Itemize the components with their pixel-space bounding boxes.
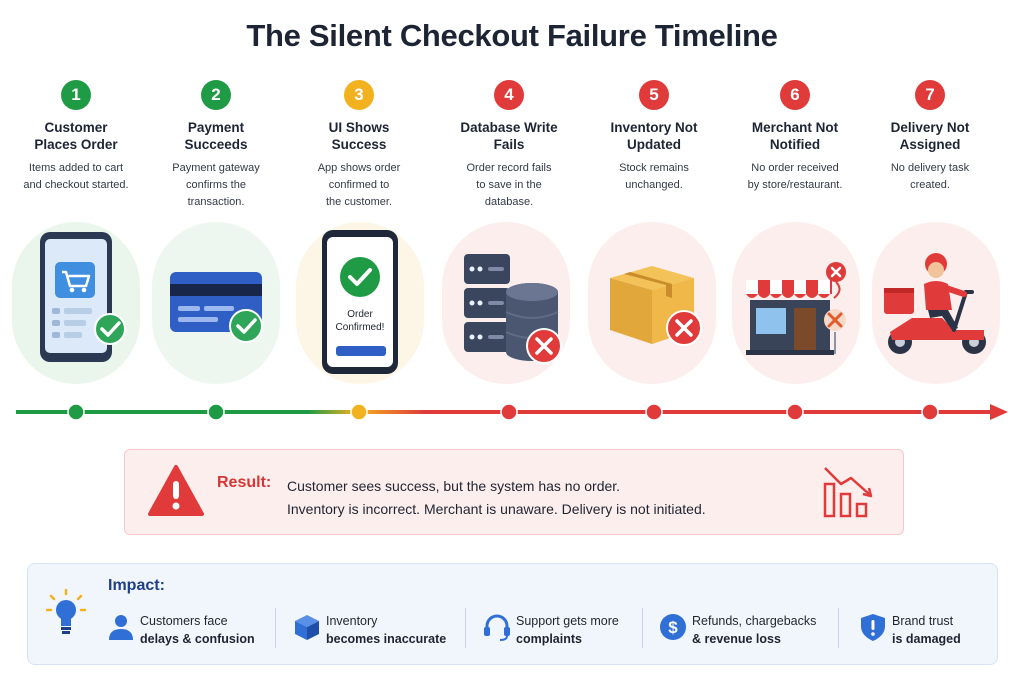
timeline-dot-7 bbox=[921, 403, 939, 421]
impact-2-line1: Inventory bbox=[326, 614, 378, 628]
step-number-badge: 4 bbox=[494, 80, 524, 110]
step-description: Order record fails to save in the databa… bbox=[466, 162, 552, 208]
step-title: Customer Places Order bbox=[34, 120, 118, 152]
user-icon bbox=[109, 615, 133, 640]
impact-divider bbox=[275, 608, 276, 648]
step-description: Payment gateway confirms the transaction… bbox=[172, 162, 260, 208]
timeline-dot-4 bbox=[500, 403, 518, 421]
impact-1-line2: delays & confusion bbox=[140, 632, 255, 646]
step-number-badge: 3 bbox=[344, 80, 374, 110]
step-number-badge: 7 bbox=[915, 80, 945, 110]
timeline-arrow-head bbox=[990, 404, 1008, 420]
timeline-dot-5 bbox=[645, 403, 663, 421]
impact-divider bbox=[642, 608, 643, 648]
impact-title: Impact: bbox=[108, 577, 165, 594]
timeline-dot-6 bbox=[786, 403, 804, 421]
result-line-1: Customer sees success, but the system ha… bbox=[287, 478, 621, 494]
step-title: Inventory Not Updated bbox=[610, 120, 698, 152]
database-error-icon bbox=[464, 254, 562, 364]
impact-divider bbox=[838, 608, 839, 648]
phone-confirm-line1: Order bbox=[347, 309, 373, 320]
order-confirmed-phone-icon: Order Confirmed! bbox=[322, 230, 398, 374]
step-number-badge: 2 bbox=[201, 80, 231, 110]
result-text: Customer sees success, but the system ha… bbox=[287, 475, 706, 521]
declining-chart-icon bbox=[823, 467, 873, 518]
step-number-badge: 6 bbox=[780, 80, 810, 110]
box-icon bbox=[295, 615, 319, 640]
result-line-2: Inventory is incorrect. Merchant is unaw… bbox=[287, 501, 706, 517]
warning-icon bbox=[148, 465, 204, 516]
timeline-dots bbox=[67, 403, 939, 421]
step-description: Items added to cart and checkout started… bbox=[23, 162, 129, 191]
timeline-axis bbox=[16, 403, 1008, 421]
result-panel: Result: Customer sees success, but the s… bbox=[124, 449, 904, 535]
headset-icon bbox=[484, 614, 510, 641]
step-number-badge: 1 bbox=[61, 80, 91, 110]
shield-icon bbox=[861, 614, 885, 641]
merchant-store-icon bbox=[746, 262, 846, 355]
impact-panel: Impact: Customers face delays & confusion… bbox=[27, 563, 998, 665]
shopping-cart-phone-icon bbox=[40, 232, 126, 362]
timeline-dot-1 bbox=[67, 403, 85, 421]
impact-2-line2: becomes inaccurate bbox=[326, 632, 447, 646]
impact-3-line1: Support gets more bbox=[516, 614, 619, 628]
impact-4-line2: & revenue loss bbox=[692, 632, 781, 646]
impact-1-line1: Customers face bbox=[140, 614, 228, 628]
step-title: Payment Succeeds bbox=[184, 120, 248, 152]
step-description: Stock remains unchanged. bbox=[619, 162, 689, 191]
lightbulb-icon bbox=[46, 588, 86, 634]
timeline-dot-3 bbox=[350, 403, 368, 421]
inventory-box-error-icon bbox=[610, 266, 702, 346]
svg-text:$: $ bbox=[668, 618, 678, 637]
phone-confirm-line2: Confirmed! bbox=[336, 322, 385, 333]
credit-card-icon bbox=[170, 272, 263, 343]
page-title: The Silent Checkout Failure Timeline bbox=[246, 18, 778, 53]
impact-5-line2: is damaged bbox=[892, 632, 961, 646]
impact-4-line1: Refunds, chargebacks bbox=[692, 614, 817, 628]
step-description: No order received by store/restaurant. bbox=[747, 162, 843, 191]
impact-divider bbox=[465, 608, 466, 648]
step-title: UI Shows Success bbox=[328, 120, 390, 152]
delivery-scooter-icon bbox=[884, 253, 986, 354]
dollar-icon: $ bbox=[660, 614, 686, 640]
timeline-dot-2 bbox=[207, 403, 225, 421]
step-title: Database Write Fails bbox=[460, 120, 558, 152]
step-description: No delivery task created. bbox=[890, 162, 970, 191]
step-number-badge: 5 bbox=[639, 80, 669, 110]
impact-3-line2: complaints bbox=[516, 632, 582, 646]
result-label: Result: bbox=[217, 474, 272, 491]
impact-5-line1: Brand trust bbox=[892, 614, 954, 628]
step-description: App shows order confirmed to the custome… bbox=[317, 162, 401, 208]
step-title: Merchant Not Notified bbox=[751, 120, 839, 152]
step-title: Delivery Not Assigned bbox=[890, 120, 970, 152]
